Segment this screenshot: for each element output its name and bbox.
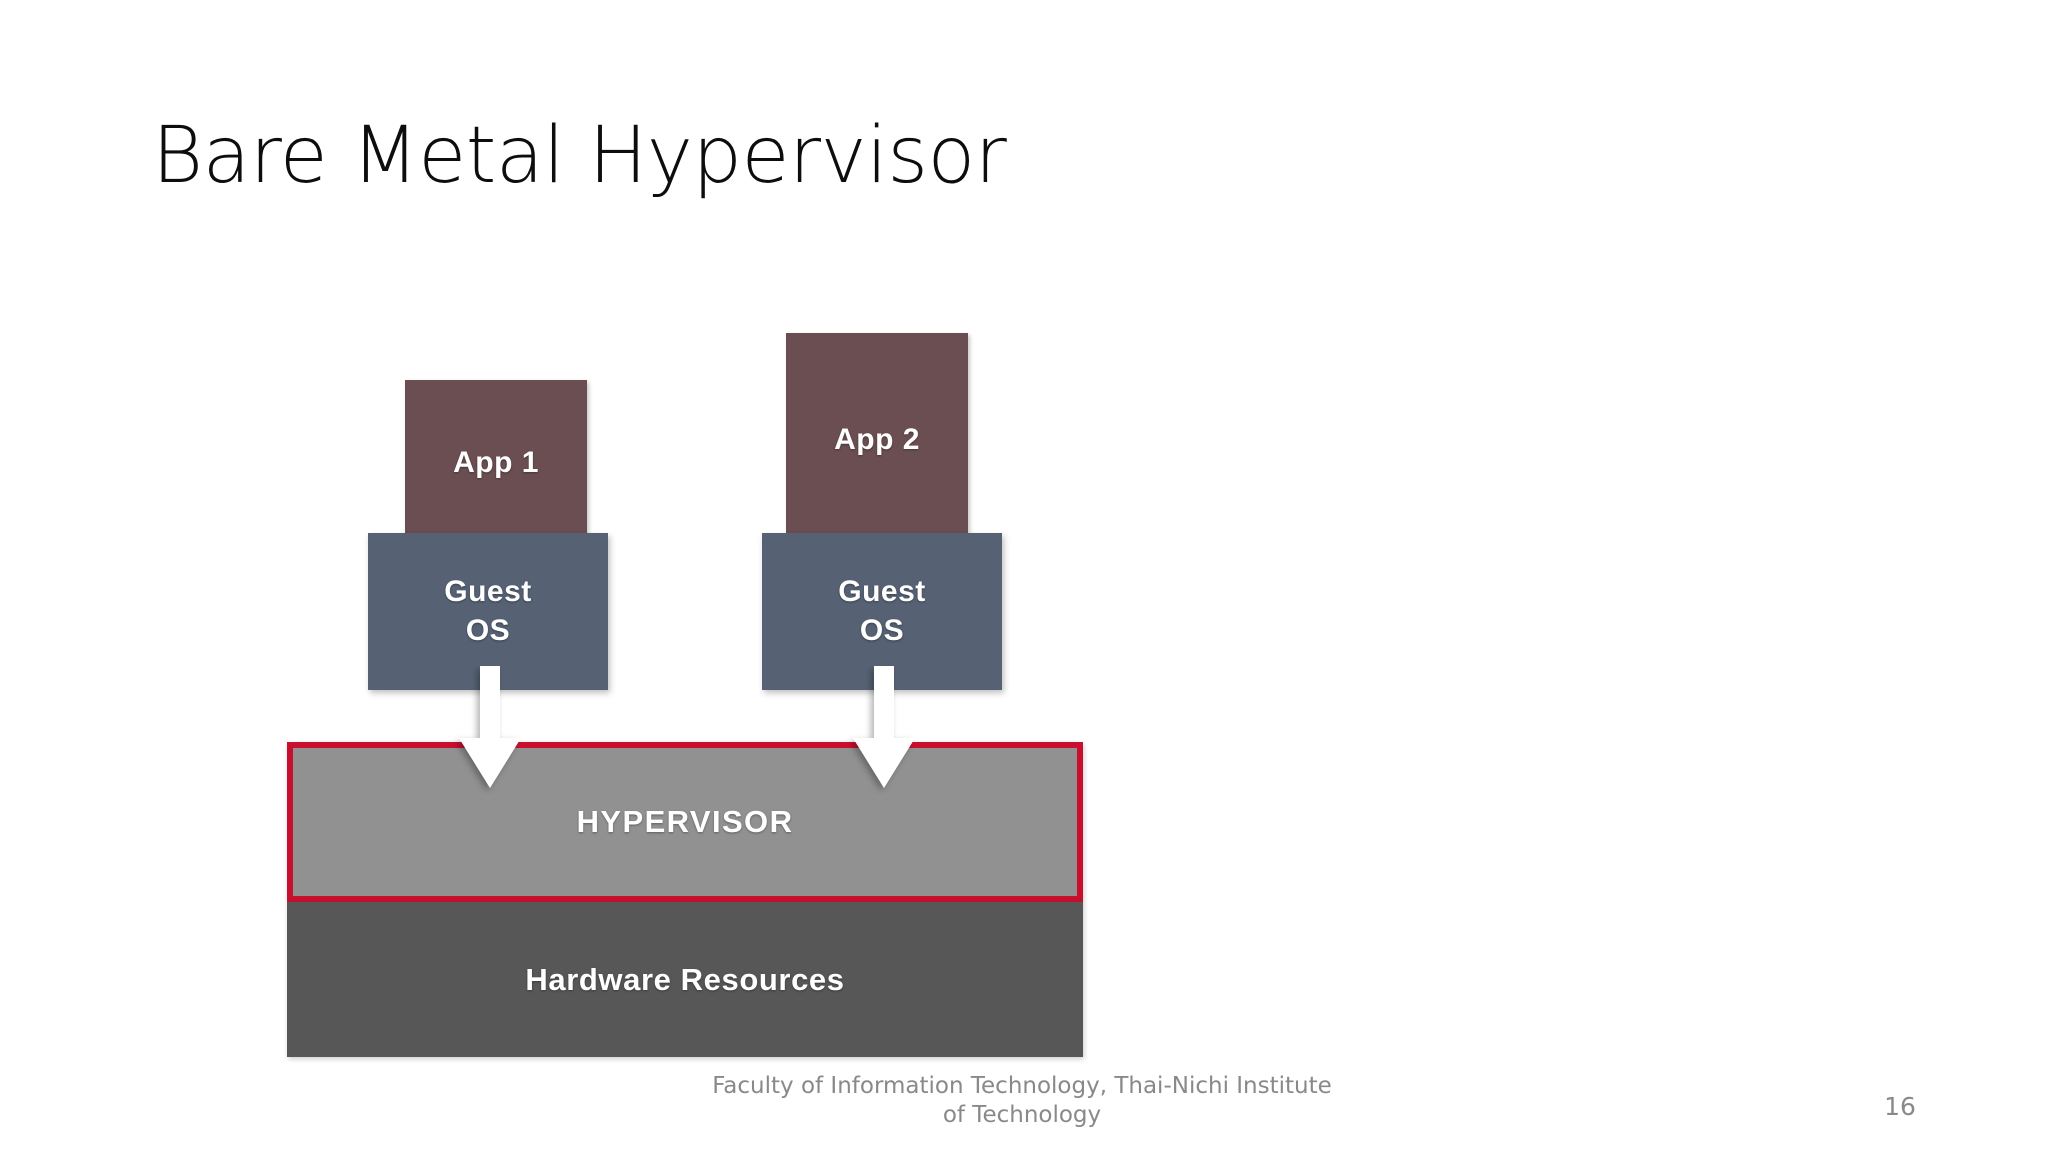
app-2-label: App 2 bbox=[834, 422, 920, 456]
app-1-box: App 1 bbox=[405, 380, 587, 546]
app-2-box: App 2 bbox=[786, 333, 968, 546]
hardware-resources-label: Hardware Resources bbox=[525, 961, 845, 997]
app-1-label: App 1 bbox=[453, 446, 539, 479]
guest-os-2-label-line1: Guest bbox=[838, 575, 926, 609]
page-title: Bare Metal Hypervisor bbox=[152, 111, 1007, 201]
hardware-resources-box: Hardware Resources bbox=[287, 902, 1083, 1057]
guest-os-2-label: Guest OS bbox=[762, 573, 1002, 650]
page-number: 16 bbox=[1884, 1092, 1916, 1121]
slide-footer: Faculty of Information Technology, Thai-… bbox=[712, 1073, 1332, 1129]
guest-os-2-box: Guest OS bbox=[762, 533, 1002, 690]
guest-os-1-box: Guest OS bbox=[368, 533, 608, 690]
guest-os-1-label-line1: Guest bbox=[444, 575, 532, 609]
guest-os-2-label-line2: OS bbox=[859, 613, 905, 647]
hypervisor-label: HYPERVISOR bbox=[576, 804, 794, 839]
guest-os-1-label: Guest OS bbox=[368, 573, 608, 650]
hypervisor-box: HYPERVISOR bbox=[287, 742, 1083, 902]
guest-os-1-label-line2: OS bbox=[465, 613, 511, 647]
